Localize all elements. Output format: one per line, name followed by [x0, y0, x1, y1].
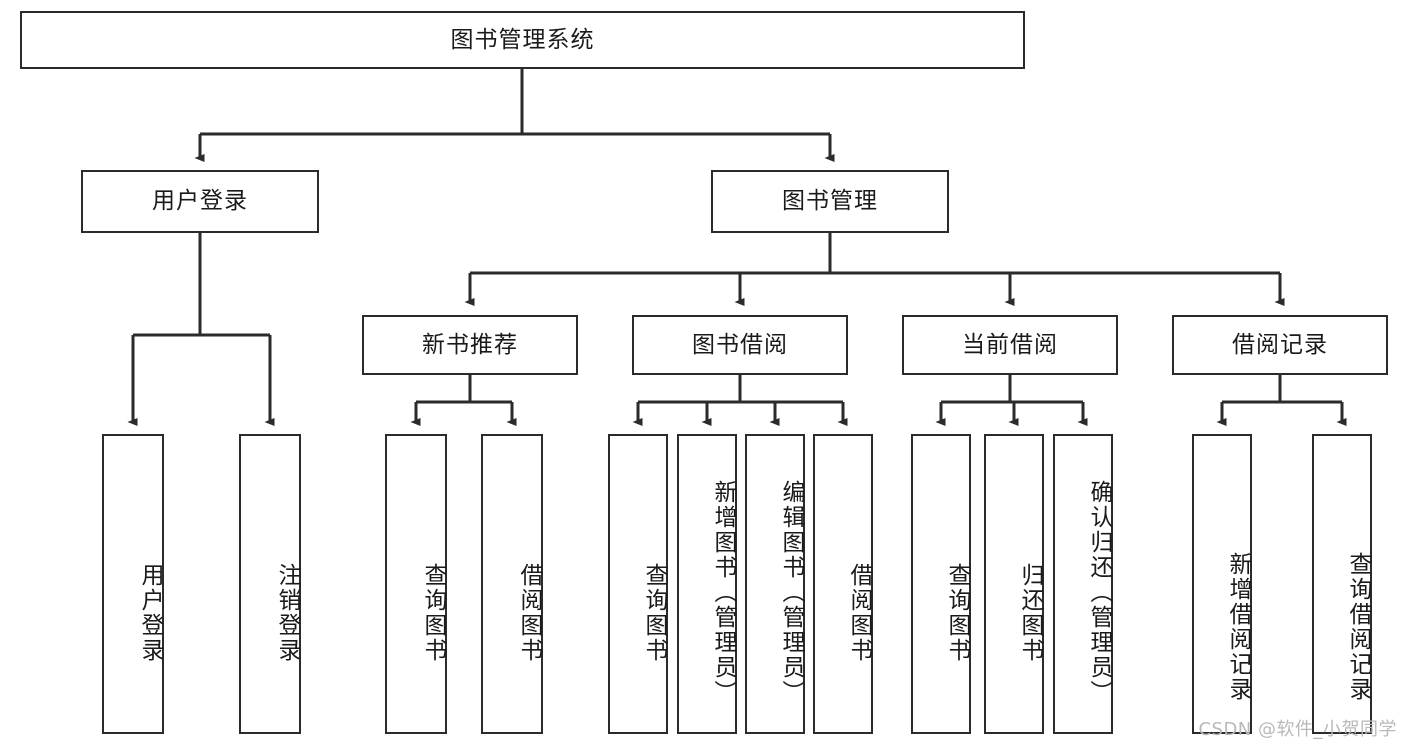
node-leaf-borrow-book-1[interactable]: 借阅图书 — [481, 434, 543, 734]
node-leaf-add-book-admin-label: 新增图书（管理员） — [710, 479, 736, 705]
node-root-label: 图书管理系统 — [450, 26, 595, 53]
node-book-borrow-label: 图书借阅 — [692, 331, 788, 358]
node-leaf-user-login-label: 用户登录 — [137, 563, 163, 663]
node-book-borrow[interactable]: 图书借阅 — [632, 315, 848, 375]
node-user-login[interactable]: 用户登录 — [81, 170, 319, 233]
node-leaf-confirm-return-admin-label: 确认归还（管理员） — [1086, 479, 1112, 705]
node-root[interactable]: 图书管理系统 — [20, 11, 1025, 69]
node-new-book-recommend[interactable]: 新书推荐 — [362, 315, 578, 375]
node-leaf-user-login[interactable]: 用户登录 — [102, 434, 164, 734]
node-leaf-query-borrow-record-label: 查询借阅记录 — [1345, 552, 1371, 702]
node-leaf-logout-label: 注销登录 — [274, 563, 300, 663]
node-leaf-borrow-book-2-label: 借阅图书 — [846, 563, 872, 663]
node-user-login-label: 用户登录 — [152, 188, 248, 214]
node-leaf-query-book-3-label: 查询图书 — [944, 563, 970, 663]
node-borrow-record-label: 借阅记录 — [1232, 331, 1328, 358]
node-borrow-record[interactable]: 借阅记录 — [1172, 315, 1388, 375]
node-leaf-query-book-2[interactable]: 查询图书 — [608, 434, 668, 734]
node-leaf-logout[interactable]: 注销登录 — [239, 434, 301, 734]
node-leaf-add-borrow-record-label: 新增借阅记录 — [1225, 552, 1251, 702]
node-leaf-query-borrow-record[interactable]: 查询借阅记录 — [1312, 434, 1372, 734]
node-leaf-borrow-book-2[interactable]: 借阅图书 — [813, 434, 873, 734]
node-leaf-return-book[interactable]: 归还图书 — [984, 434, 1044, 734]
node-leaf-add-book-admin[interactable]: 新增图书（管理员） — [677, 434, 737, 734]
node-leaf-edit-book-admin[interactable]: 编辑图书（管理员） — [745, 434, 805, 734]
node-current-borrow[interactable]: 当前借阅 — [902, 315, 1118, 375]
node-book-manage-label: 图书管理 — [782, 188, 878, 214]
node-leaf-add-borrow-record[interactable]: 新增借阅记录 — [1192, 434, 1252, 734]
node-leaf-borrow-book-1-label: 借阅图书 — [516, 563, 542, 663]
node-leaf-query-book-1-label: 查询图书 — [420, 563, 446, 663]
node-leaf-edit-book-admin-label: 编辑图书（管理员） — [778, 479, 804, 705]
node-leaf-query-book-3[interactable]: 查询图书 — [911, 434, 971, 734]
node-leaf-return-book-label: 归还图书 — [1017, 563, 1043, 663]
node-leaf-confirm-return-admin[interactable]: 确认归还（管理员） — [1053, 434, 1113, 734]
node-leaf-query-book-1[interactable]: 查询图书 — [385, 434, 447, 734]
node-leaf-query-book-2-label: 查询图书 — [641, 563, 667, 663]
node-new-book-recommend-label: 新书推荐 — [422, 331, 518, 358]
node-current-borrow-label: 当前借阅 — [962, 331, 1058, 358]
node-book-manage[interactable]: 图书管理 — [711, 170, 949, 233]
csdn-watermark: CSDN @软件_小贺同学 — [1198, 719, 1397, 740]
